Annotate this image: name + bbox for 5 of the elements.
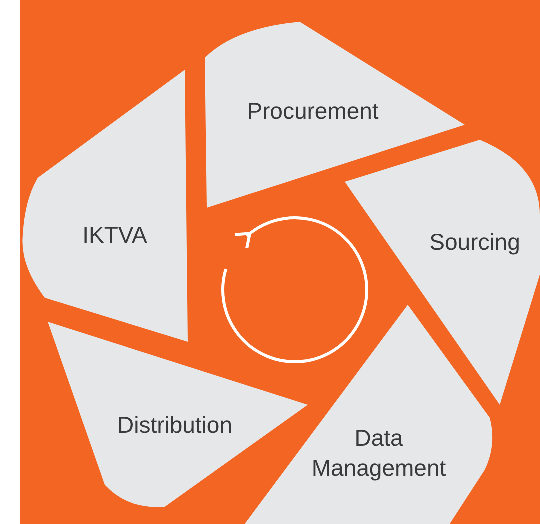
segment-label: Sourcing (428, 228, 522, 258)
segment-label: Procurement (246, 97, 380, 126)
segment-label: Distribution (116, 411, 234, 440)
segment-label: IKTVA (82, 221, 148, 250)
segment-label: Data Management (310, 424, 448, 483)
